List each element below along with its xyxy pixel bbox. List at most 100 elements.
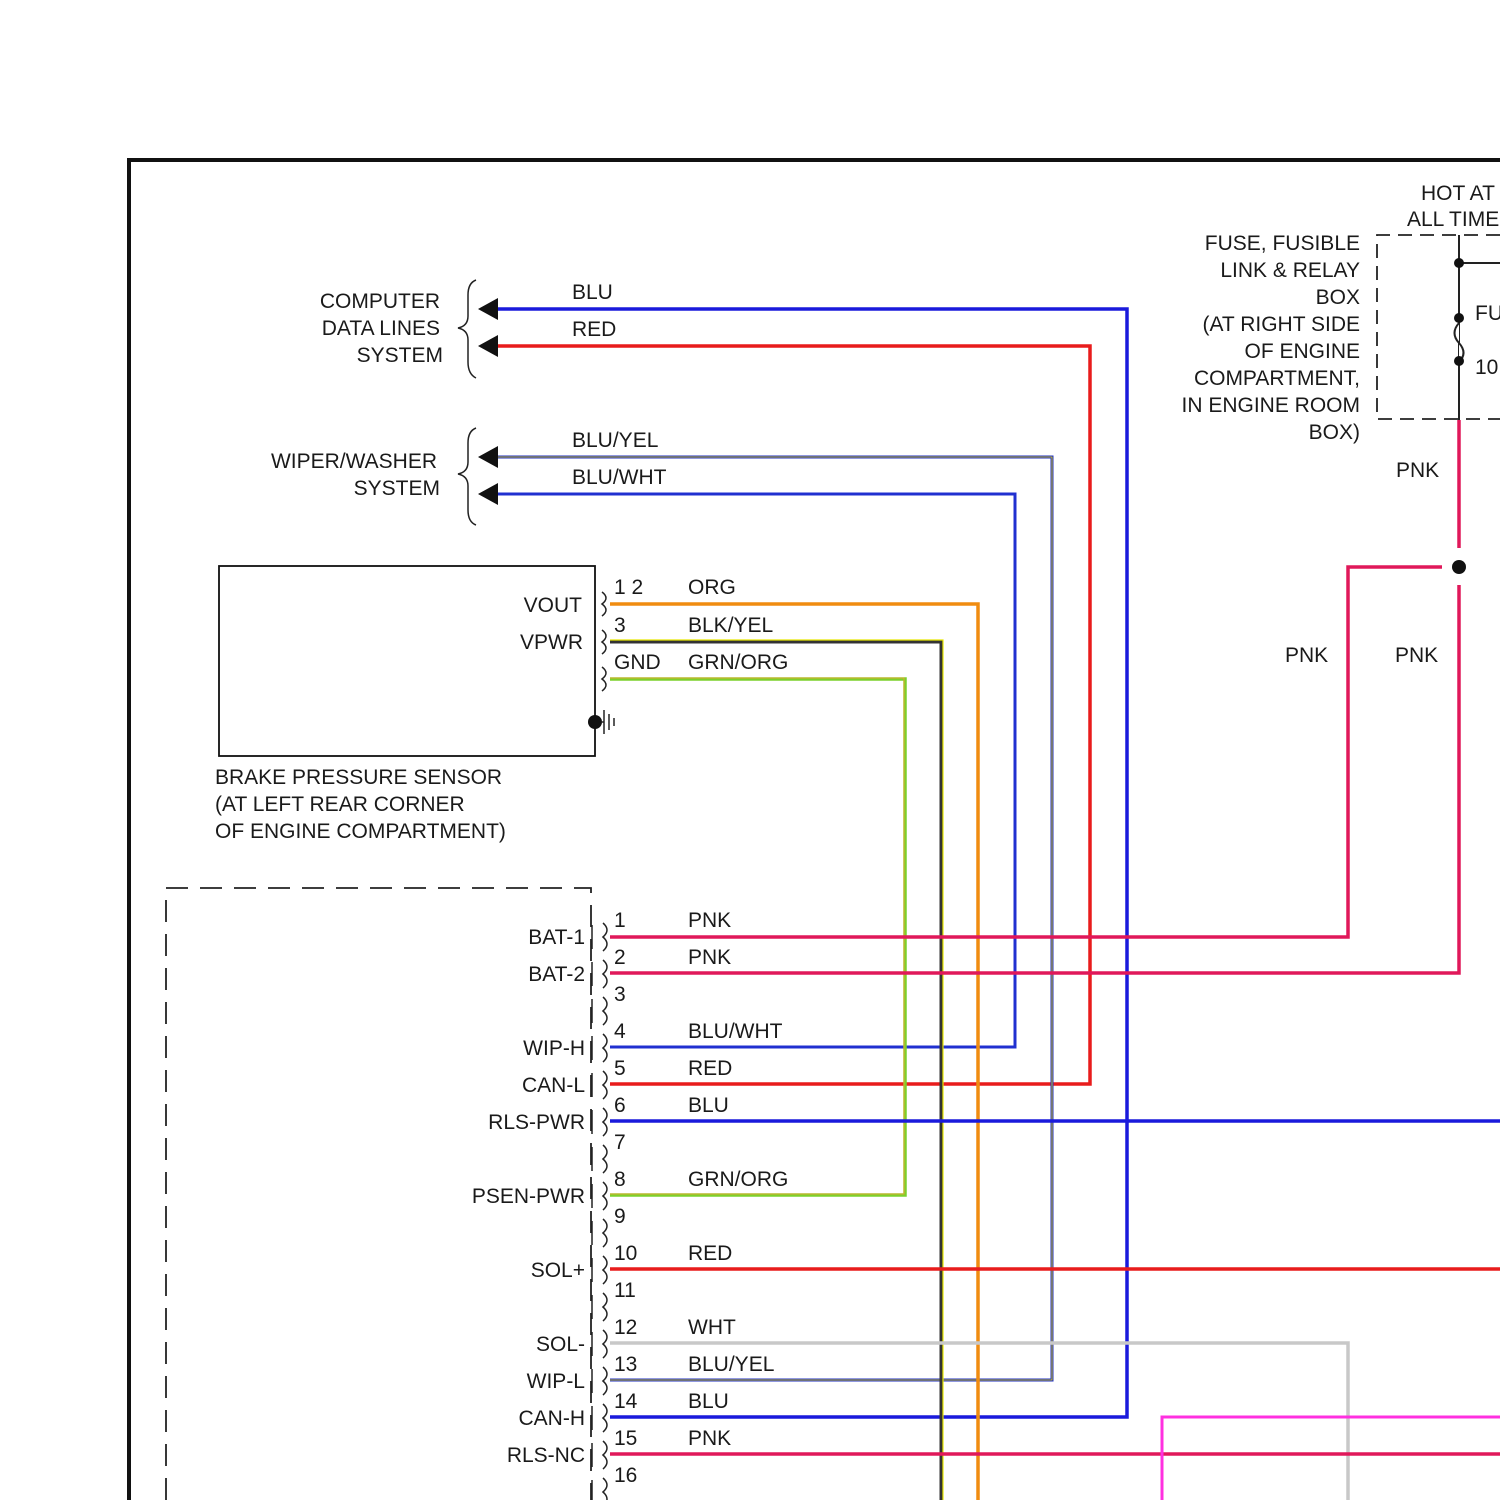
module-wire-label: BLU	[688, 1094, 729, 1117]
module-pin-name: SOL+	[531, 1259, 585, 1282]
module-pin-name: CAN-L	[522, 1074, 585, 1097]
blu-arrow-icon	[478, 298, 498, 320]
module-connector-bracket	[603, 1108, 607, 1136]
wire-label-blu-yel: BLU/YEL	[572, 429, 658, 452]
wire-label-grn-org: GRN/ORG	[688, 651, 788, 674]
computer-data-lines-label: COMPUTER DATA LINES SYSTEM	[320, 290, 443, 367]
module-wire-label: RED	[688, 1242, 732, 1265]
module-pin-number: 1	[614, 909, 626, 932]
module-pin-number: 11	[614, 1279, 636, 1302]
blu-wht-arrow-icon	[478, 483, 498, 505]
svg-text:DATA LINES: DATA LINES	[322, 317, 440, 340]
sensor-pin-num-vpwr: 3	[614, 614, 626, 637]
module-pin-name: PSEN-PWR	[472, 1185, 585, 1208]
module-connector-bracket	[603, 1367, 607, 1395]
module-wire-label: BLU	[688, 1390, 729, 1413]
fuse-terminal-bottom	[1454, 356, 1464, 366]
module-pin-name: RLS-NC	[507, 1444, 585, 1467]
module-pin-number: 3	[614, 983, 626, 1006]
module-pin-number: 13	[614, 1353, 637, 1376]
module-pin-list: 1BAT-1PNK2BAT-2PNK34WIP-HBLU/WHT5CAN-LRE…	[472, 909, 789, 1500]
red-arrow-icon	[478, 335, 498, 357]
computer-data-brace	[458, 280, 476, 378]
wire-blk-yel-vpwr	[610, 642, 941, 1500]
svg-text:(AT RIGHT SIDE: (AT RIGHT SIDE	[1202, 313, 1360, 336]
wire-magenta	[1162, 1417, 1500, 1500]
svg-text:(AT LEFT REAR CORNER: (AT LEFT REAR CORNER	[215, 793, 465, 816]
module-pin-number: 4	[614, 1020, 626, 1043]
module-wire-label: PNK	[688, 946, 731, 969]
svg-text:ALL TIME: ALL TIME	[1407, 208, 1499, 231]
module-pin-name: CAN-H	[519, 1407, 586, 1430]
sensor-connector-icon	[602, 592, 606, 691]
svg-text:OF ENGINE: OF ENGINE	[1244, 340, 1360, 363]
ground-icon	[602, 710, 614, 734]
module-pin-name: BAT-2	[528, 963, 585, 986]
wiper-washer-label: WIPER/WASHER SYSTEM	[271, 450, 440, 500]
svg-text:OF ENGINE COMPARTMENT): OF ENGINE COMPARTMENT)	[215, 820, 506, 843]
module-pin-name: WIP-H	[523, 1037, 585, 1060]
wire-label-blk-yel: BLK/YEL	[688, 614, 773, 637]
fuse-box-label: FUSE, FUSIBLE LINK & RELAY BOX (AT RIGHT…	[1181, 232, 1360, 444]
module-pin-number: 12	[614, 1316, 637, 1339]
module-connector-bracket	[603, 1071, 607, 1099]
module-connector-bracket	[603, 960, 607, 988]
module-wire-label: BLU/WHT	[688, 1020, 783, 1043]
module-pin-number: 16	[614, 1464, 637, 1487]
module-connector-bracket	[603, 1256, 607, 1284]
module-connector-bracket	[603, 997, 607, 1025]
fuse-terminal-top	[1454, 313, 1464, 323]
module-pin-number: 2	[614, 946, 626, 969]
module-wire-label: GRN/ORG	[688, 1168, 788, 1191]
wire-label-pnk-bat1-riser: PNK	[1285, 644, 1328, 667]
module-pin-number: 7	[614, 1131, 626, 1154]
module-connector-bracket	[603, 1145, 607, 1173]
hot-at-label: HOT AT ALL TIME	[1407, 182, 1499, 231]
module-pin-number: 14	[614, 1390, 638, 1413]
module-pin-number: 6	[614, 1094, 626, 1117]
module-pin-name: WIP-L	[527, 1370, 585, 1393]
svg-text:COMPARTMENT,: COMPARTMENT,	[1194, 367, 1360, 390]
wire-label-org: ORG	[688, 576, 736, 599]
sensor-pin-num-gnd: GND	[614, 651, 661, 674]
wire-label-red: RED	[572, 318, 616, 341]
wire-org-vout	[610, 604, 978, 1500]
fuse-rating: 10	[1475, 356, 1498, 379]
svg-text:BOX: BOX	[1316, 286, 1360, 309]
module-connector-bracket	[603, 1441, 607, 1469]
module-pin-number: 5	[614, 1057, 626, 1080]
module-wire-label: RED	[688, 1057, 732, 1080]
module-pin-name: RLS-PWR	[488, 1111, 585, 1134]
wire-label-pnk-bat2-riser: PNK	[1395, 644, 1438, 667]
sensor-pin-vpwr: VPWR	[520, 631, 583, 654]
module-connector-bracket	[603, 1182, 607, 1210]
wiper-washer-brace	[458, 428, 476, 525]
module-wire-label: PNK	[688, 1427, 731, 1450]
wire-label-blu: BLU	[572, 281, 613, 304]
svg-text:LINK & RELAY: LINK & RELAY	[1220, 259, 1360, 282]
module-wire-label: PNK	[688, 909, 731, 932]
module-connector-bracket	[603, 1034, 607, 1062]
svg-text:WIPER/WASHER: WIPER/WASHER	[271, 450, 437, 473]
svg-text:FUSE, FUSIBLE: FUSE, FUSIBLE	[1205, 232, 1360, 255]
module-connector-bracket	[603, 1330, 607, 1358]
sensor-pin-vout: VOUT	[524, 594, 583, 617]
module-connector-bracket	[603, 1293, 607, 1321]
module-pin-name: BAT-1	[528, 926, 585, 949]
sensor-ground-node	[588, 715, 602, 729]
wire-label-pnk-feed: PNK	[1396, 459, 1439, 482]
fuse-label: FU	[1475, 302, 1500, 325]
wire-blk-yel-tracer	[610, 640, 943, 1500]
module-pin-number: 9	[614, 1205, 626, 1228]
svg-text:BRAKE PRESSURE SENSOR: BRAKE PRESSURE SENSOR	[215, 766, 502, 789]
module-connector-bracket	[603, 923, 607, 951]
brake-pressure-sensor-label: BRAKE PRESSURE SENSOR (AT LEFT REAR CORN…	[215, 766, 506, 843]
svg-text:SYSTEM: SYSTEM	[357, 344, 443, 367]
hot-bus-node	[1454, 258, 1464, 268]
sensor-pin-num-vout: 1 2	[614, 576, 643, 599]
splice-node	[1452, 560, 1466, 574]
svg-text:HOT AT: HOT AT	[1421, 182, 1495, 205]
svg-text:COMPUTER: COMPUTER	[320, 290, 440, 313]
module-connector-bracket	[603, 1478, 607, 1500]
